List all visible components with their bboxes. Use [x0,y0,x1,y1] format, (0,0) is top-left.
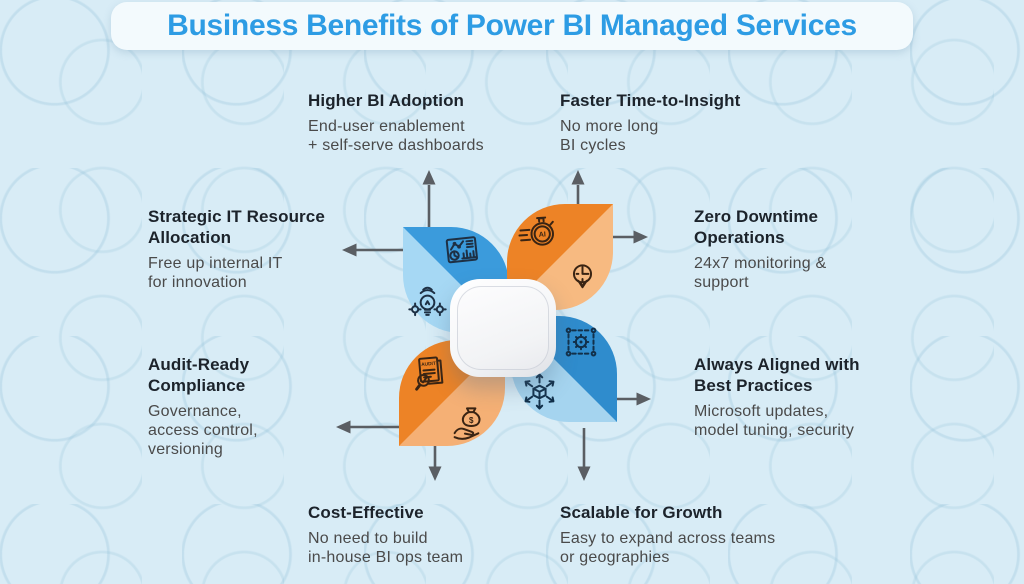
benefit-scalable-for-growth: Scalable for Growth Easy to expand acros… [560,502,775,567]
automation-gear-frame-icon [561,322,601,362]
benefit-description: No more long BI cycles [560,118,659,154]
benefit-heading: Higher BI Adoption [308,91,465,110]
arrow-up-left [422,170,436,228]
arrow-down-right [577,428,591,481]
arrow-down-left [428,444,442,481]
ai-stopwatch-icon: AI [516,209,562,255]
ai-stopwatch-glyph: AI [516,209,562,255]
innovation-bulb-icon [407,282,448,323]
analytics-dashboard-glyph [440,229,484,273]
cost-savings-hand-glyph: $ [447,400,490,443]
center-badge-inner [457,286,549,370]
benefit-faster-time-to-insight: Faster Time-to-Insight No more long BI c… [560,90,740,155]
arrow-left-lower [336,420,400,434]
benefit-heading: Scalable for Growth [560,503,723,522]
arrow-left-upper [342,243,404,257]
benefit-always-aligned-best-practices: Always Aligned with Best Practices Micro… [694,354,860,440]
page-title: Business Benefits of Power BI Managed Se… [167,9,857,42]
benefit-description: Free up internal IT for innovation [148,255,283,291]
benefit-strategic-it-resource-allocation: Strategic IT Resource Allocation Free up… [148,206,325,292]
benefit-higher-bi-adoption: Higher BI Adoption End-user enablement +… [308,90,484,155]
benefit-heading: Strategic IT Resource Allocation [148,207,325,247]
benefit-description: 24x7 monitoring & support [694,255,827,291]
benefit-heading: Faster Time-to-Insight [560,91,741,110]
arrow-right-upper [611,230,648,244]
time-location-pin-icon [563,258,602,297]
audit-label: AUDIT [421,361,436,368]
benefit-description: Microsoft updates, model tuning, securit… [694,403,855,439]
benefit-heading: Always Aligned with Best Practices [694,355,860,395]
title-banner: Business Benefits of Power BI Managed Se… [111,2,913,50]
arrow-up-right [571,170,585,207]
time-location-pin-glyph [563,258,602,297]
audit-document-icon: AUDIT [408,350,452,394]
benefit-description: Governance, access control, versioning [148,403,258,458]
scalability-cube-icon [518,370,561,413]
center-badge [450,279,556,377]
arrow-right-lower [614,392,651,406]
automation-gear-frame-glyph [561,322,601,362]
benefit-audit-ready-compliance: Audit-Ready Compliance Governance, acces… [148,354,258,459]
benefit-description: Easy to expand across teams or geographi… [560,530,776,566]
analytics-dashboard-icon [440,229,484,273]
audit-document-glyph: AUDIT [408,350,452,394]
dollar-label: $ [469,416,474,425]
benefit-heading: Zero Downtime Operations [694,207,819,247]
innovation-bulb-glyph [407,282,448,323]
benefit-description: End-user enablement + self-serve dashboa… [308,118,484,154]
benefit-heading: Cost-Effective [308,503,424,522]
benefit-heading: Audit-Ready Compliance [148,355,250,395]
benefit-cost-effective: Cost-Effective No need to build in-house… [308,502,463,567]
ai-label: AI [538,230,546,238]
benefit-description: No need to build in-house BI ops team [308,530,464,566]
benefit-zero-downtime-operations: Zero Downtime Operations 24x7 monitoring… [694,206,826,292]
cost-savings-hand-icon: $ [447,400,490,443]
scalability-cube-glyph [523,373,556,410]
